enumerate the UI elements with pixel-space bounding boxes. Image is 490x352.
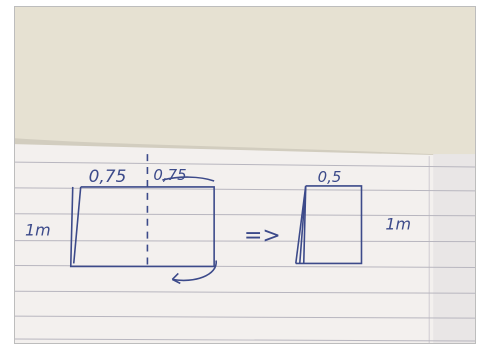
left-top-label-b: 0,75 <box>153 166 186 184</box>
transform-arrow: => <box>244 224 281 249</box>
left-side-label: 1m <box>25 221 51 240</box>
rule-lines <box>15 161 475 342</box>
fold-arrow-bottom <box>172 260 217 282</box>
left-top-label-a: 0,75 <box>89 166 127 186</box>
right-rectangle <box>295 185 363 265</box>
left-rectangle-edge <box>72 186 82 264</box>
right-top-label: 0,5 <box>318 168 342 186</box>
right-side-label: 1m <box>385 215 411 234</box>
right-rectangle-sketch <box>294 185 363 265</box>
fold-arrow-bottom-head <box>171 272 181 285</box>
notebook-photo-svg: 0,75 0,75 1m => 0,5 1m <box>15 7 475 343</box>
fold-arrow-top <box>162 176 215 182</box>
left-rectangle-sketch <box>69 154 217 285</box>
right-shadow <box>433 154 475 343</box>
notebook-photo: 0,75 0,75 1m => 0,5 1m <box>14 6 476 344</box>
left-rectangle <box>69 186 215 268</box>
back-paper <box>15 7 475 167</box>
right-fold-line-2 <box>302 185 307 264</box>
